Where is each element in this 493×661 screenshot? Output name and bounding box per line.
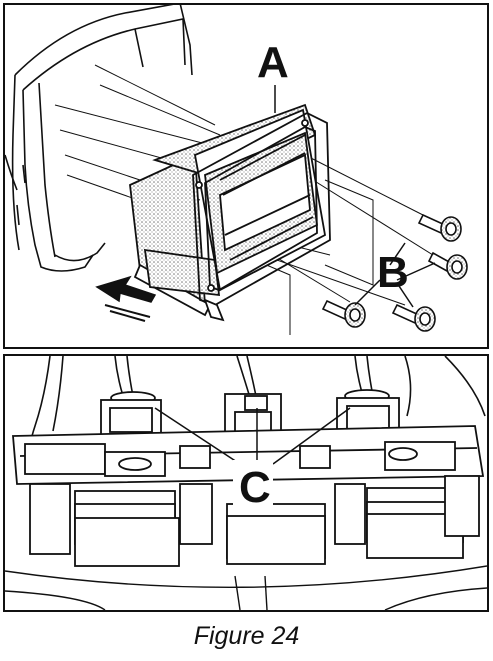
- screw-2: [427, 251, 468, 280]
- callout-c-leaders: [154, 407, 351, 465]
- screw-3: [321, 299, 366, 328]
- relay-blocks: [29, 475, 480, 567]
- callout-b: B: [377, 248, 409, 297]
- mounting-bracket: [129, 103, 331, 322]
- bottom-panel-illustration: C: [3, 354, 489, 612]
- callout-c: C: [239, 463, 271, 512]
- connector-drawing: C: [5, 356, 487, 610]
- callout-leaders: [274, 85, 436, 308]
- screw-4: [391, 303, 436, 332]
- callout-c-background: [233, 460, 273, 506]
- callout-a: A: [257, 38, 289, 87]
- bracket-assembly-drawing: A B: [5, 5, 468, 335]
- insertion-arrow-icon: [95, 275, 157, 322]
- screw-1: [417, 213, 462, 242]
- top-panel-illustration: A B: [3, 3, 489, 349]
- dashboard-frame: [5, 5, 193, 272]
- bottom-housing: [5, 565, 487, 610]
- figure-caption: Figure 24: [193, 622, 300, 650]
- connector-left: [100, 391, 162, 439]
